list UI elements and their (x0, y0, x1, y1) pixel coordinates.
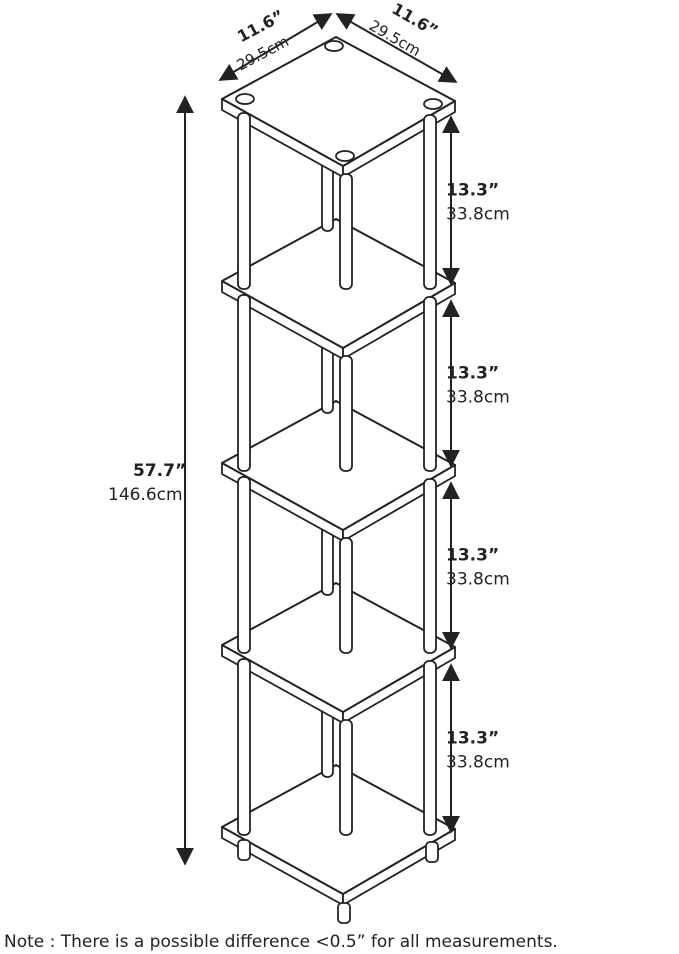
shelf-top-face (221, 218, 456, 349)
total-height-inches-label: 57.7” (133, 461, 186, 481)
gap-cm-label: 33.8cm (446, 570, 510, 590)
post-2 (423, 478, 437, 654)
shelf-gap-3: 13.3” 33.8cm (442, 481, 510, 650)
peg-hole-2 (324, 40, 344, 52)
post-3 (339, 537, 353, 654)
post-3 (339, 173, 353, 290)
post-3 (339, 355, 353, 472)
post-1 (237, 476, 251, 654)
post-2 (423, 660, 437, 836)
measurement-note: Note : There is a possible difference <0… (4, 932, 558, 952)
post-1 (237, 112, 251, 290)
width-dimension-line (218, 13, 333, 81)
gap-cm-label: 33.8cm (446, 205, 510, 225)
shelf-top-face (221, 400, 456, 531)
shelf-top-face (221, 764, 456, 895)
gap-inches-label: 13.3” (446, 364, 499, 384)
shelf-gap-dimensions: 13.3” 33.8cm 13.3” 33.8cm 13.3” 33.8cm 13.3” 33… (442, 115, 510, 834)
post-1 (237, 294, 251, 472)
gap-cm-label: 33.8cm (446, 388, 510, 408)
peg-hole-3 (423, 98, 443, 110)
shelf-gap-2: 13.3” 33.8cm (442, 299, 510, 468)
total-height-cm-label: 146.6cm (108, 485, 183, 505)
gap-cm-label: 33.8cm (446, 753, 510, 773)
shelf-gap-4: 13.3” 33.8cm (442, 663, 510, 834)
shelf-2 (221, 218, 456, 472)
peg-hole-4 (335, 150, 355, 162)
foot-1 (237, 839, 251, 861)
shelf-top-face (221, 582, 456, 713)
gap-inches-label: 13.3” (446, 546, 499, 566)
post-1 (237, 658, 251, 836)
post-3 (339, 719, 353, 836)
shelf-unit-drawing (221, 36, 456, 924)
foot-2 (425, 841, 439, 863)
post-2 (423, 296, 437, 472)
gap-inches-label: 13.3” (446, 181, 499, 201)
peg-hole-1 (235, 93, 255, 105)
gap-inches-label: 13.3” (446, 729, 499, 749)
shelf-5 (221, 764, 456, 924)
depth-dimension-line (335, 13, 458, 83)
foot-3 (337, 902, 351, 924)
shelf-gap-1: 13.3” 33.8cm (442, 115, 510, 286)
total-height-group: 57.7” 146.6cm (108, 95, 194, 866)
post-2 (423, 114, 437, 290)
